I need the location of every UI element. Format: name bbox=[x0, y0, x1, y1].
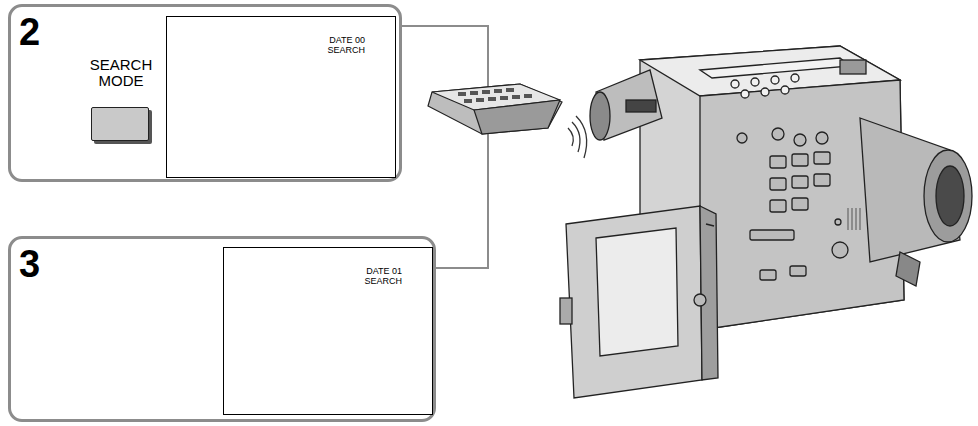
camcorder bbox=[560, 46, 972, 398]
step-panel: 2SEARCH MODE DATE 00 SEARCH bbox=[8, 4, 402, 182]
viewfinder-screen: DATE 01 SEARCH bbox=[223, 247, 433, 415]
step-number: 2 bbox=[19, 13, 40, 51]
button-shape bbox=[91, 107, 149, 141]
viewfinder-screen: DATE 00 SEARCH bbox=[166, 16, 396, 178]
remote-control bbox=[428, 84, 587, 158]
screen-display-text: DATE 01 SEARCH bbox=[350, 266, 402, 287]
step-panel: 3DATE 01 SEARCH bbox=[8, 236, 436, 422]
step-number: 3 bbox=[19, 245, 40, 283]
leader-line bbox=[402, 26, 488, 268]
screen-display-text: DATE 00 SEARCH bbox=[313, 35, 365, 56]
search-mode-button: SEARCH MODE bbox=[83, 57, 159, 143]
button-label: SEARCH MODE bbox=[83, 57, 159, 89]
